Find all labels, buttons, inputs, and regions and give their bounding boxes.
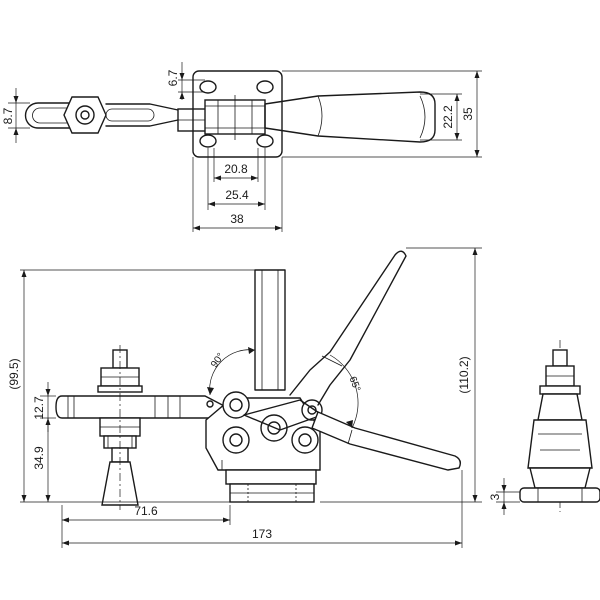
clamp-arm xyxy=(55,395,233,419)
handle-open-position xyxy=(289,250,407,406)
dim-side-arm-thickness: 12.7 xyxy=(32,396,46,420)
handle-top xyxy=(264,91,436,143)
dim-side-overall-height: (99.5) xyxy=(7,358,21,389)
end-body xyxy=(527,419,593,469)
dim-top-hole-span: 25.4 xyxy=(225,188,249,202)
spindle-cap xyxy=(101,461,139,506)
base-plate-top xyxy=(192,70,283,158)
dim-top-base-width: 38 xyxy=(230,212,244,226)
angle-handle-open: 65° xyxy=(347,375,363,393)
angle-arm-open: 90° xyxy=(209,351,227,370)
dim-top-slot-offset: 6.7 xyxy=(166,69,180,86)
dim-top-handle-height: 35 xyxy=(461,107,475,121)
end-base xyxy=(519,487,600,503)
side-view: 90° 65° (99.5) 12.7 34.9 71.6 1 xyxy=(7,247,482,548)
dim-side-handle-height: (110.2) xyxy=(457,356,471,393)
top-view: 8.7 6.7 22.2 35 20.8 xyxy=(1,62,482,232)
dim-side-spindle-height: 34.9 xyxy=(32,446,46,470)
dim-side-spindle-reach: 71.6 xyxy=(134,504,158,518)
dim-top-stud-thickness: 8.7 xyxy=(1,107,15,124)
end-view: 3 xyxy=(488,340,600,515)
hex-nut-top xyxy=(63,96,107,134)
arm-open-position xyxy=(254,269,286,391)
handle-closed xyxy=(311,411,462,471)
dim-top-handle-inner: 22.2 xyxy=(441,105,455,129)
dim-side-overall-length: 173 xyxy=(252,527,272,541)
dim-top-hole-spacing: 20.8 xyxy=(224,162,248,176)
dim-end-base-thickness: 3 xyxy=(488,493,502,500)
